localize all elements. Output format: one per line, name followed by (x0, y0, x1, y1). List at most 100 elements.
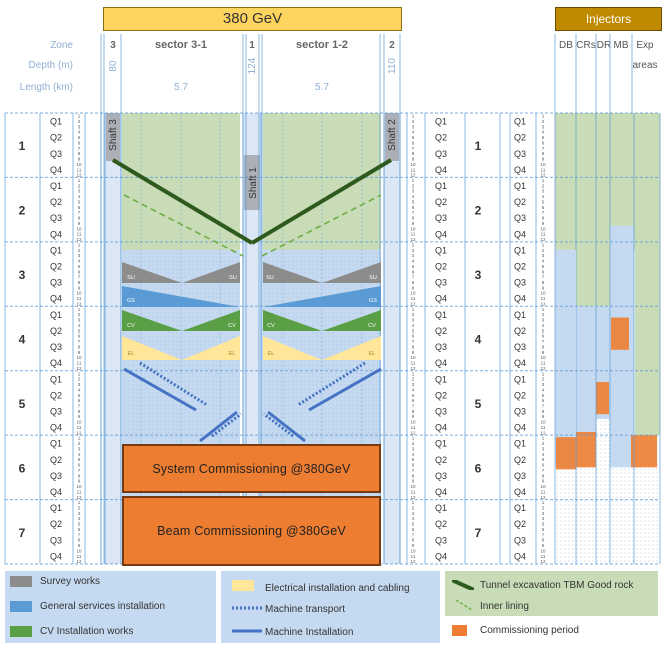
year-label: 2 (19, 204, 26, 218)
year-label: 3 (475, 268, 482, 282)
month-label: 8 (78, 473, 81, 478)
month-label: 10 (410, 226, 416, 231)
quarter-label: Q2 (435, 197, 447, 207)
month-label: 9 (412, 221, 415, 226)
month-label: 10 (410, 484, 416, 489)
month-label: 7 (412, 468, 415, 473)
cv-tag: CV (228, 323, 236, 329)
inj-col-mb: MB (614, 40, 629, 51)
month-label: 3 (542, 253, 545, 258)
install-left-low (199, 410, 238, 443)
quarter-label: Q2 (514, 390, 526, 400)
lining-line-right (261, 194, 382, 257)
legend-commissioning: Commissioning period (480, 625, 579, 636)
month-label: 6 (412, 205, 415, 210)
system-commissioning-label: System Commissioning @380GeV (152, 461, 351, 476)
month-label: 7 (412, 532, 415, 537)
depth-z3: 80 (108, 60, 119, 72)
month-label: 4 (412, 452, 415, 457)
inj-col-db: DB (559, 40, 573, 51)
month-label: 5 (412, 328, 415, 333)
quarter-label: Q2 (435, 326, 447, 336)
month-label: 3 (412, 318, 415, 323)
month-label: 2 (412, 248, 415, 253)
inj-col-exp: Exp (636, 40, 654, 51)
month-label: 8 (78, 538, 81, 543)
month-label: 3 (412, 189, 415, 194)
tbm-line-left (111, 158, 254, 245)
month-label: 7 (412, 146, 415, 151)
year-label: 1 (19, 139, 26, 153)
year-label: 5 (19, 397, 26, 411)
month-label: 1 (78, 114, 81, 119)
month-label: 1 (412, 436, 415, 441)
quarter-label: Q4 (50, 423, 62, 433)
month-label: 8 (78, 344, 81, 349)
month-label: 3 (78, 189, 81, 194)
quarter-label: Q3 (514, 471, 526, 481)
month-label: 5 (78, 457, 81, 462)
quarter-label: Q1 (514, 310, 526, 320)
month-label: 8 (412, 344, 415, 349)
month-label: 3 (542, 189, 545, 194)
quarter-label: Q4 (514, 487, 526, 497)
month-label: 2 (412, 312, 415, 317)
cv-left-a (122, 310, 182, 331)
month-label: 3 (542, 124, 545, 129)
month-label: 8 (78, 216, 81, 221)
injectors-title: Injectors (555, 7, 662, 31)
month-label: 8 (542, 216, 545, 221)
month-label: 6 (78, 527, 81, 532)
sector-12-label: sector 1-2 (296, 39, 348, 51)
month-label: 9 (542, 157, 545, 162)
install-left (123, 367, 197, 412)
quarter-label: Q3 (514, 278, 526, 288)
month-label: 6 (78, 463, 81, 468)
month-label: 12 (76, 366, 82, 371)
month-label: 4 (542, 259, 545, 264)
month-label: 2 (78, 183, 81, 188)
legend-swatch-cv (10, 626, 32, 637)
month-label: 5 (78, 393, 81, 398)
shaft-3-label: Shaft 3 (108, 119, 119, 151)
month-label: 3 (78, 382, 81, 387)
month-label: 10 (540, 420, 546, 425)
month-label: 5 (78, 264, 81, 269)
month-label: 6 (78, 140, 81, 145)
quarter-label: Q1 (514, 374, 526, 384)
month-label: 1 (412, 178, 415, 183)
month-label: 9 (78, 414, 81, 419)
month-label: 2 (412, 377, 415, 382)
year-label: 1 (475, 139, 482, 153)
month-label: 10 (76, 291, 82, 296)
month-label: 2 (412, 183, 415, 188)
gs-tag: GS (127, 298, 135, 304)
month-label: 6 (412, 527, 415, 532)
month-label: 11 (411, 296, 416, 301)
quarter-label: Q4 (50, 551, 62, 561)
gs-tag: GS (369, 298, 377, 304)
su-left-b (182, 262, 240, 283)
tbm-line-right (250, 158, 393, 245)
su-tag: SU (229, 275, 237, 281)
sector-31-label: sector 3-1 (155, 39, 207, 51)
month-label: 7 (78, 403, 81, 408)
month-label: 11 (77, 296, 82, 301)
month-label: 12 (540, 495, 546, 500)
quarter-label: Q1 (514, 245, 526, 255)
month-label: 9 (78, 543, 81, 548)
gs-right (263, 286, 381, 307)
quarter-label: Q1 (514, 117, 526, 127)
quarter-label: Q1 (435, 439, 447, 449)
month-label: 10 (540, 548, 546, 553)
quarter-label: Q2 (514, 455, 526, 465)
month-label: 7 (78, 339, 81, 344)
month-label: 2 (542, 506, 545, 511)
quarter-label: Q2 (50, 519, 62, 529)
month-label: 10 (410, 548, 416, 553)
month-label: 9 (412, 479, 415, 484)
quarter-label: Q1 (435, 245, 447, 255)
month-label: 8 (412, 280, 415, 285)
month-label: 4 (542, 516, 545, 521)
